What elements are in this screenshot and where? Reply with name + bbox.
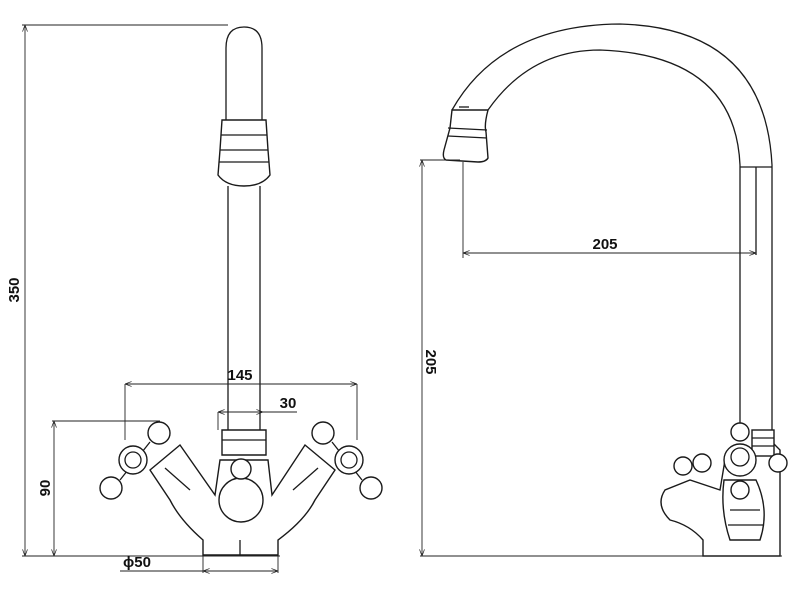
dimension-handle-height: 90 [37, 420, 160, 556]
dimension-spout-diameter: 30 [217, 395, 297, 430]
front-left-handle [99, 421, 171, 500]
dimension-label-phi50: ϕ50 [123, 554, 151, 571]
side-view: 205 205 [420, 23, 788, 557]
dimension-label-90: 90 [37, 480, 54, 497]
dimension-spout-height: 205 [420, 159, 782, 557]
dimension-base-diameter: ϕ50 [22, 554, 280, 573]
front-view: 350 145 30 90 ϕ50 [6, 24, 383, 573]
front-spout [217, 26, 271, 456]
dimension-label-205-reach: 205 [592, 236, 617, 253]
side-spout [442, 23, 773, 440]
dimension-label-205-height: 205 [422, 349, 439, 374]
dimension-label-30: 30 [280, 395, 297, 412]
dimension-spout-reach: 205 [462, 162, 756, 258]
dimension-total-height: 350 [6, 24, 228, 556]
front-right-handle [311, 421, 383, 500]
dimension-label-350: 350 [6, 277, 23, 302]
dimension-handle-span: 145 [124, 367, 358, 440]
front-body [149, 443, 336, 556]
side-body [660, 422, 788, 557]
dimension-label-145: 145 [227, 367, 252, 384]
